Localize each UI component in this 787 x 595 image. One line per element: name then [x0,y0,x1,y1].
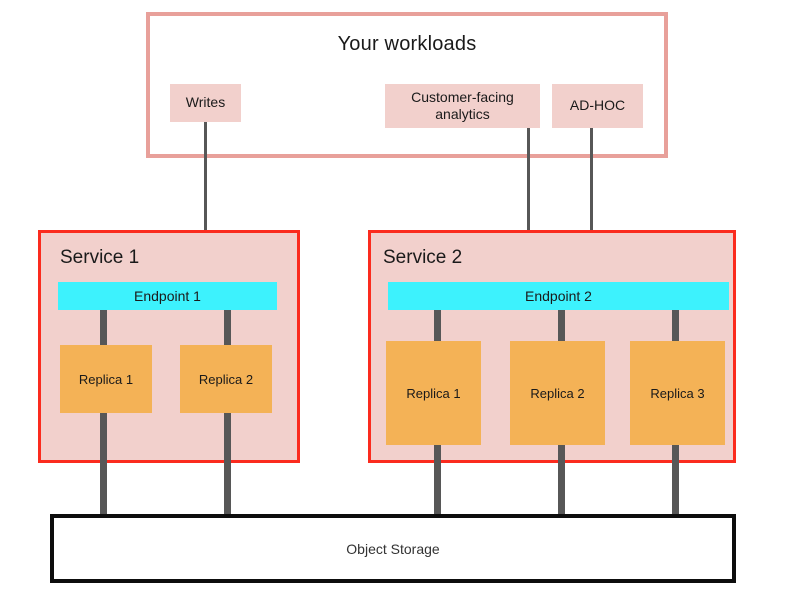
service-2-replica-1[interactable]: Replica 1 [386,341,481,445]
connector-service-2-replica-2-storage [558,437,565,519]
connector-service-1-replica-2-storage [224,405,231,519]
connector-service-2-replica-1-storage [434,437,441,519]
connector-service-2-replica-3-storage [672,437,679,519]
connector-service-1-replica-1-storage [100,405,107,519]
service-2-label: Service 2 [383,247,463,268]
arrow-analytics-to-endpoint-2-line [527,128,530,253]
workload-chip-ad-hoc[interactable]: AD-HOC [552,84,643,128]
service-1-replica-2[interactable]: Replica 2 [180,345,272,413]
endpoint-1[interactable]: Endpoint 1 [58,282,277,310]
connector-endpoint-1-replica-1 [100,305,107,355]
service-1-label: Service 1 [60,247,140,268]
arrow-ad-hoc-to-endpoint-2-line [590,128,593,253]
workload-chip-customer-facing-analytics[interactable]: Customer-facing analytics [385,84,540,128]
endpoint-2[interactable]: Endpoint 2 [388,282,729,310]
service-2-replica-3[interactable]: Replica 3 [630,341,725,445]
connector-endpoint-1-replica-2 [224,305,231,355]
workloads-title: Your workloads [337,33,477,55]
arrow-writes-to-endpoint-1-line [204,122,207,253]
workload-chip-writes[interactable]: Writes [170,84,241,122]
connector-endpoint-2-replica-1 [434,305,441,350]
connector-endpoint-2-replica-3 [672,305,679,350]
object-storage-box[interactable]: Object Storage [50,514,736,583]
connector-endpoint-2-replica-2 [558,305,565,350]
service-1-replica-1[interactable]: Replica 1 [60,345,152,413]
service-2-replica-2[interactable]: Replica 2 [510,341,605,445]
